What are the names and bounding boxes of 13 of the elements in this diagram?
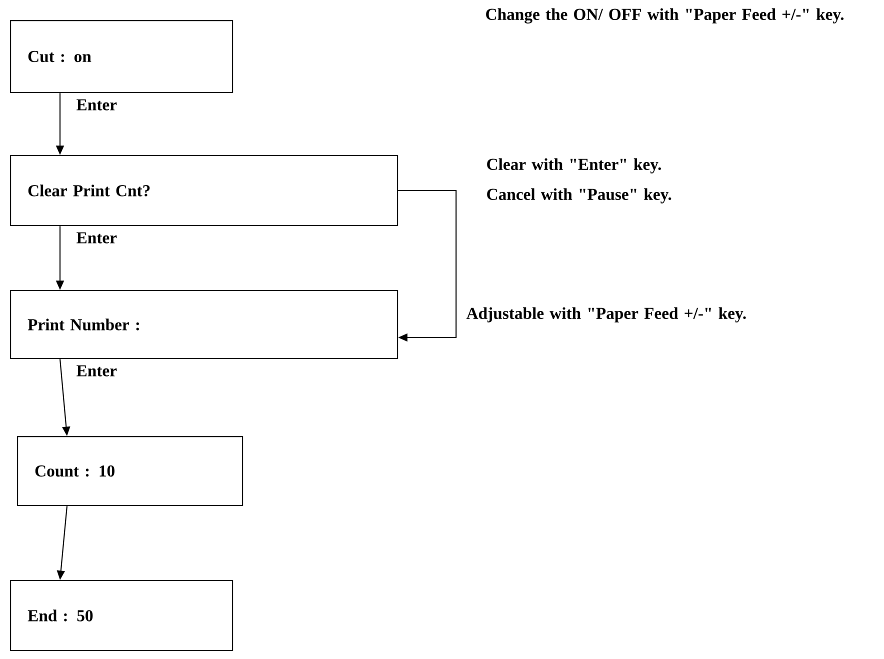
note-text: Cancel with "Pause" key. xyxy=(487,188,672,204)
edge-label: Enter xyxy=(76,232,117,244)
edge-label: Enter xyxy=(76,99,117,110)
menu-box: Cut : on xyxy=(10,20,234,94)
menu-box: End : 50 xyxy=(10,580,234,652)
menu-box: Print Number : xyxy=(10,290,398,360)
note-text: Clear with "Enter" key. xyxy=(487,158,661,174)
arrow xyxy=(398,190,457,342)
note-text: Change the ON/ OFF with "Paper Feed +/-" key. xyxy=(486,8,844,24)
note-text: Adjustable with "Paper Feed +/-" key. xyxy=(466,307,746,322)
edge-label: Enter xyxy=(76,365,117,376)
menu-box: Count : 10 xyxy=(17,436,244,506)
menu-box: Clear Print Cnt? xyxy=(10,155,398,226)
